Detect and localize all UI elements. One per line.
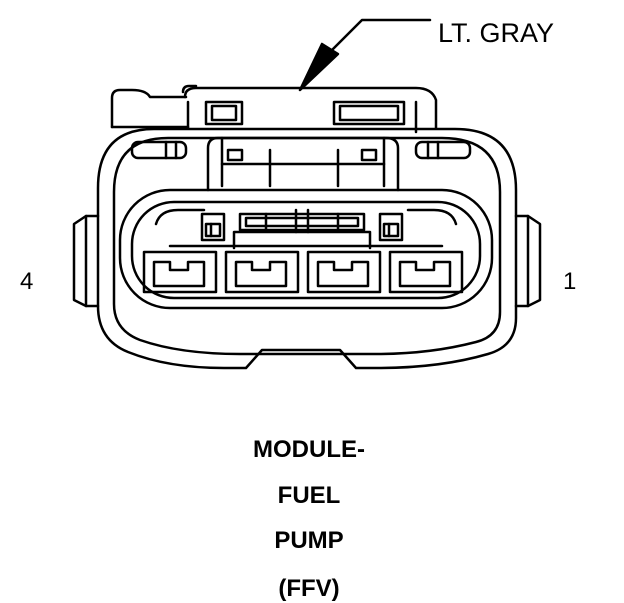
pin-cavity-3 <box>224 250 300 294</box>
keying-detail <box>154 208 458 250</box>
caption-line-3: PUMP <box>274 527 344 554</box>
side-ribs <box>72 214 542 308</box>
pin-cavity-4 <box>142 250 218 294</box>
pin-cavity-1 <box>388 250 464 294</box>
cavity-housing-outer <box>118 188 494 310</box>
caption-line-1: MODULE- <box>253 436 365 463</box>
pin-cavity-2 <box>306 250 382 294</box>
caption-line-4: (FFV) <box>278 575 340 602</box>
caption-line-2: FUEL <box>277 482 341 509</box>
outer-shell <box>96 127 518 370</box>
center-latch <box>206 136 400 192</box>
cavity-housing-inner <box>130 200 482 300</box>
lock-pockets <box>130 140 472 160</box>
pin-number-right: 1 <box>563 268 577 295</box>
inner-shell <box>112 136 502 356</box>
left-latch-tab <box>110 84 198 129</box>
callout-label: LT. GRAY <box>438 18 555 48</box>
top-housing-rail <box>183 86 438 134</box>
callout-leader <box>298 18 432 92</box>
pin-number-left: 4 <box>20 268 34 295</box>
